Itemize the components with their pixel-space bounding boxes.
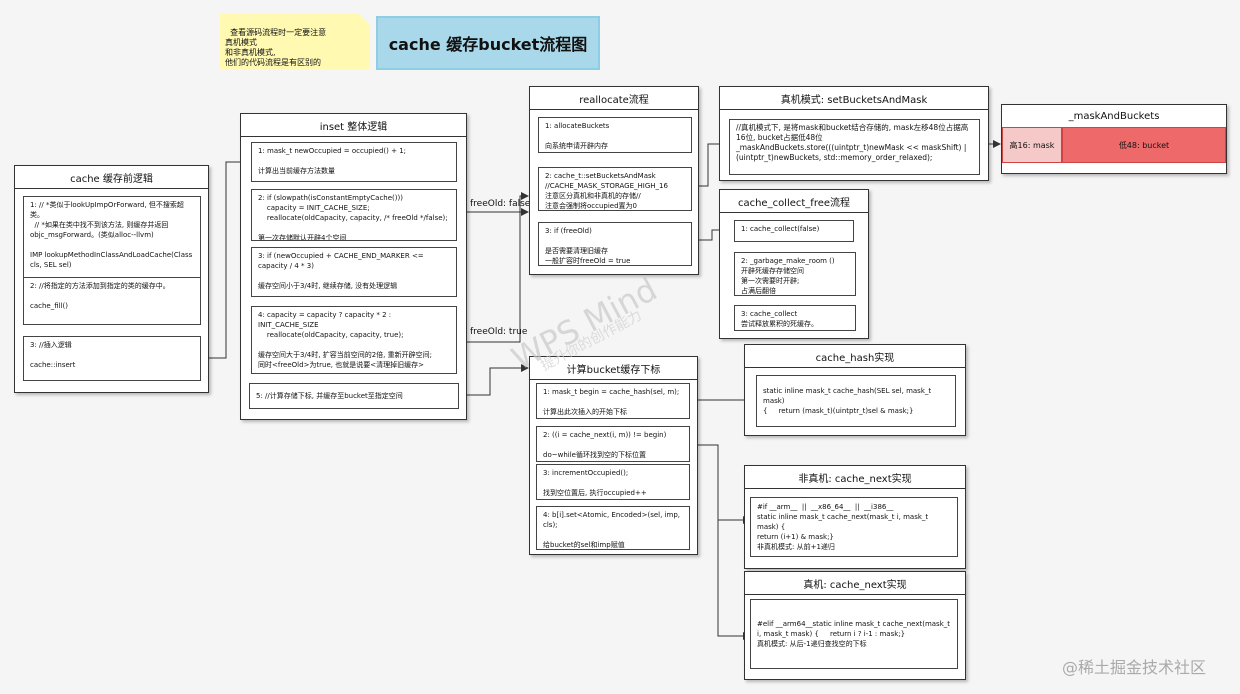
panel-mask-and-buckets: _maskAndBuckets 高16: mask 低48: bucket [1001,104,1227,174]
panel-next-device: 真机: cache_next实现 #elif __arm64__static i… [744,571,966,680]
panel-title: reallocate流程 [530,87,698,110]
compute-box-2: 2: ((i = cache_next(i, m)) != begin) do~… [536,426,690,462]
line-compute-to-next-sim [688,444,751,524]
panel-title: 真机: cache_next实现 [745,572,965,595]
mask-high-segment: 高16: mask [1002,127,1062,163]
compute-box-3: 3: incrementOccupied(); 找到空位置后, 执行occupi… [536,464,690,500]
cache-before-box-1: 1: // *类似于lookUpImpOrForward, 但不搜索超类。 //… [23,196,201,286]
panel-set-buckets: 真机模式: setBucketsAndMask //真机模式下, 是将mask和… [719,86,989,181]
panel-title: cache_hash实现 [745,345,965,368]
footer-credit: @稀土掘金技术社区 [1062,658,1207,677]
inset-box-5: 5: //计算存储下标, 并缓存至bucket至指定空间 [249,383,459,409]
label-free-true: freeOld: true [470,327,528,337]
panel-title: 真机模式: setBucketsAndMask [720,87,988,110]
panel-title: cache_collect_free流程 [720,190,868,213]
note-text: 查看源码流程时一定要注意 真机模式 和非真机模式, 他们的代码流程是有区别的 [225,28,327,67]
line-realloc-to-set [690,140,729,187]
panel-title: inset 整体逻辑 [241,114,466,137]
inset-box-3: 3: if (newOccupied + CACHE_END_MARKER <=… [251,247,457,297]
panel-inset: inset 整体逻辑 1: mask_t newOccupied = occup… [240,113,467,420]
next-dev-box: #elif __arm64__static inline mask_t cach… [750,599,958,669]
inset-box-4: 4: capacity = capacity ? capacity * 2 : … [251,306,457,374]
cache-hash-box: static inline mask_t cache_hash(SEL sel,… [756,375,956,427]
panel-compute-index: 计算bucket缓存下标 1: mask_t begin = cache_has… [529,356,698,555]
collect-box-3: 3: cache_collect 尝试释放累积的死缓存。 [734,305,856,331]
panel-title: _maskAndBuckets [1002,105,1226,128]
mask-low-segment: 低48: bucket [1062,127,1226,163]
reallocate-box-1: 1: allocateBuckets 向系统申请开辟内存 [538,117,692,153]
inset-box-1: 1: mask_t newOccupied = occupied() + 1; … [251,142,457,182]
inset-box-2: 2: if (slowpath(isConstantEmptyCache()))… [251,189,457,241]
compute-box-1: 1: mask_t begin = cache_hash(sel, m); 计算… [536,383,690,419]
cache-before-box-3: 3: //插入逻辑 cache::insert [23,336,201,381]
reallocate-box-3: 3: if (freeOld) 是否需要清理旧缓存 一般扩容时freeOld =… [538,222,692,266]
next-sim-box: #if __arm__ || __x86_64__ || __i386__ st… [750,497,958,557]
collect-box-2: 2: _garbage_make_room () 开辟死缓存存储空间 第一次需要… [734,252,856,296]
sticky-note: 查看源码流程时一定要注意 真机模式 和非真机模式, 他们的代码流程是有区别的 [220,13,370,69]
reallocate-box-2: 2: cache_t::setBucketsAndMask //CACHE_MA… [538,167,692,211]
line-compute-to-next-dev [717,520,751,640]
main-title: cache 缓存bucket流程图 [376,16,600,70]
panel-title: 非真机: cache_next实现 [745,466,965,489]
main-title-text: cache 缓存bucket流程图 [388,35,588,54]
panel-title: cache 缓存前逻辑 [15,166,208,189]
line-free-true [456,208,529,343]
panel-next-simulator: 非真机: cache_next实现 #if __arm__ || __x86_6… [744,465,966,569]
compute-box-4: 4: b[i].set<Atomic, Encoded>(sel, imp, c… [536,506,690,550]
panel-cache-hash: cache_hash实现 static inline mask_t cache_… [744,344,966,436]
line-inset-to-compute [458,364,529,396]
collect-box-1: 1: cache_collect(false) [734,220,854,242]
panel-reallocate: reallocate流程 1: allocateBuckets 向系统申请开辟内… [529,86,699,275]
line-free-false [456,192,529,213]
panel-collect-free: cache_collect_free流程 1: cache_collect(fa… [719,189,869,339]
cache-before-box-2: 2: //将指定的方法添加到指定的类的缓存中。 cache_fill() [23,277,201,325]
panel-cache-before: cache 缓存前逻辑 1: // *类似于lookUpImpOrForward… [14,165,209,393]
panel-title: 计算bucket缓存下标 [530,357,697,380]
label-free-false: freeOld: false [470,199,531,209]
set-buckets-box: //真机模式下, 是将mask和bucket结合存储的, mask左移48位占据… [729,119,980,175]
line-before-to-inset [208,158,251,359]
